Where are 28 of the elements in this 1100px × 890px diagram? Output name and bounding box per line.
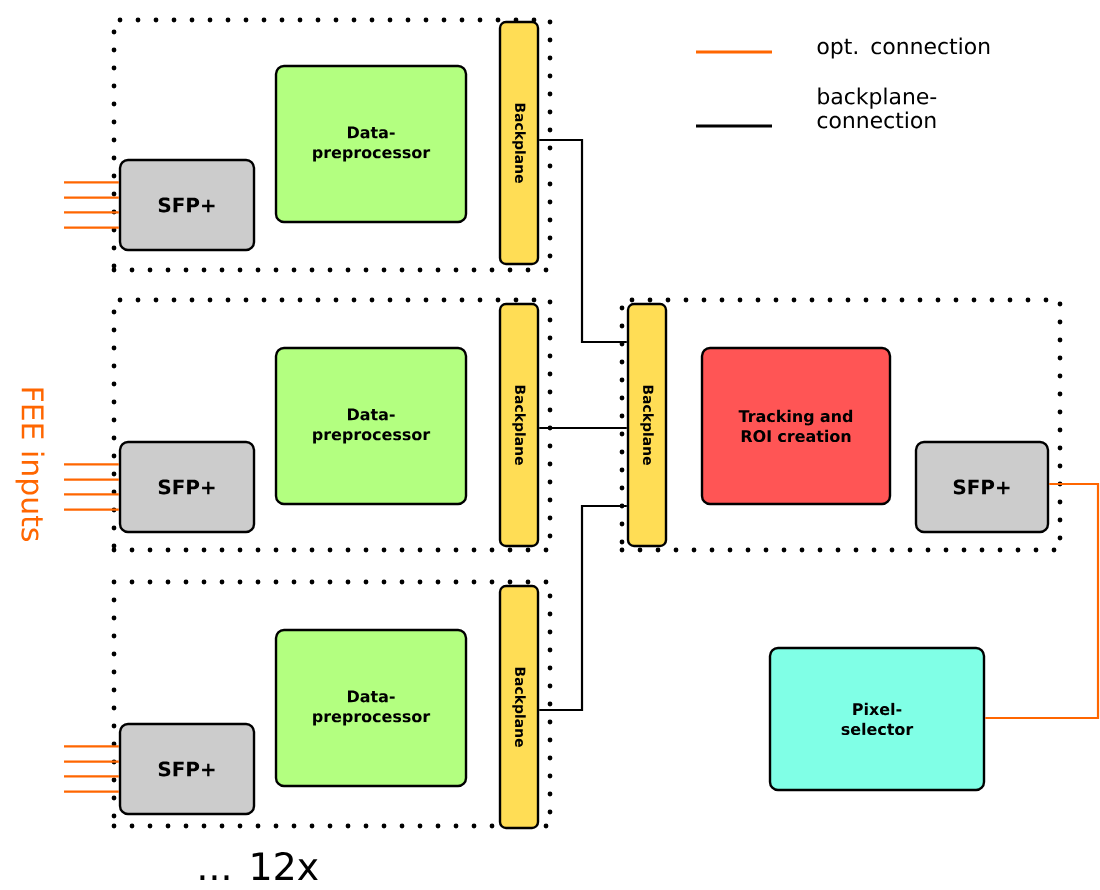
connection-line xyxy=(64,775,119,778)
connection-line xyxy=(64,493,119,496)
connection-line xyxy=(539,504,627,712)
connection-line xyxy=(985,482,1100,720)
count-label: ... 12x xyxy=(200,851,318,881)
connection-line xyxy=(64,760,119,763)
legend-text: opt. connection xyxy=(817,37,990,59)
connection-line xyxy=(64,211,119,214)
connection-line xyxy=(539,138,627,344)
sfp-box: SFP+ xyxy=(118,158,256,252)
connection-line xyxy=(64,478,119,481)
board-outline xyxy=(111,297,553,553)
connection-line xyxy=(64,226,119,229)
connection-line xyxy=(64,463,119,466)
legend-text: backplane-connection xyxy=(817,87,937,129)
connection-line xyxy=(64,181,119,184)
board-outline xyxy=(111,579,553,829)
connection-line xyxy=(64,790,119,793)
connection-line xyxy=(64,196,119,199)
side-label: FEE inputs xyxy=(15,388,45,541)
connection-line xyxy=(64,508,119,511)
board-outline xyxy=(111,17,553,273)
board-outline xyxy=(619,297,1063,553)
connection-line xyxy=(539,426,627,430)
sfp-box: SFP+ xyxy=(118,440,256,534)
sfp-box: SFP+ xyxy=(118,722,256,816)
sfp-box: SFP+ xyxy=(914,440,1050,534)
connection-line xyxy=(64,745,119,748)
